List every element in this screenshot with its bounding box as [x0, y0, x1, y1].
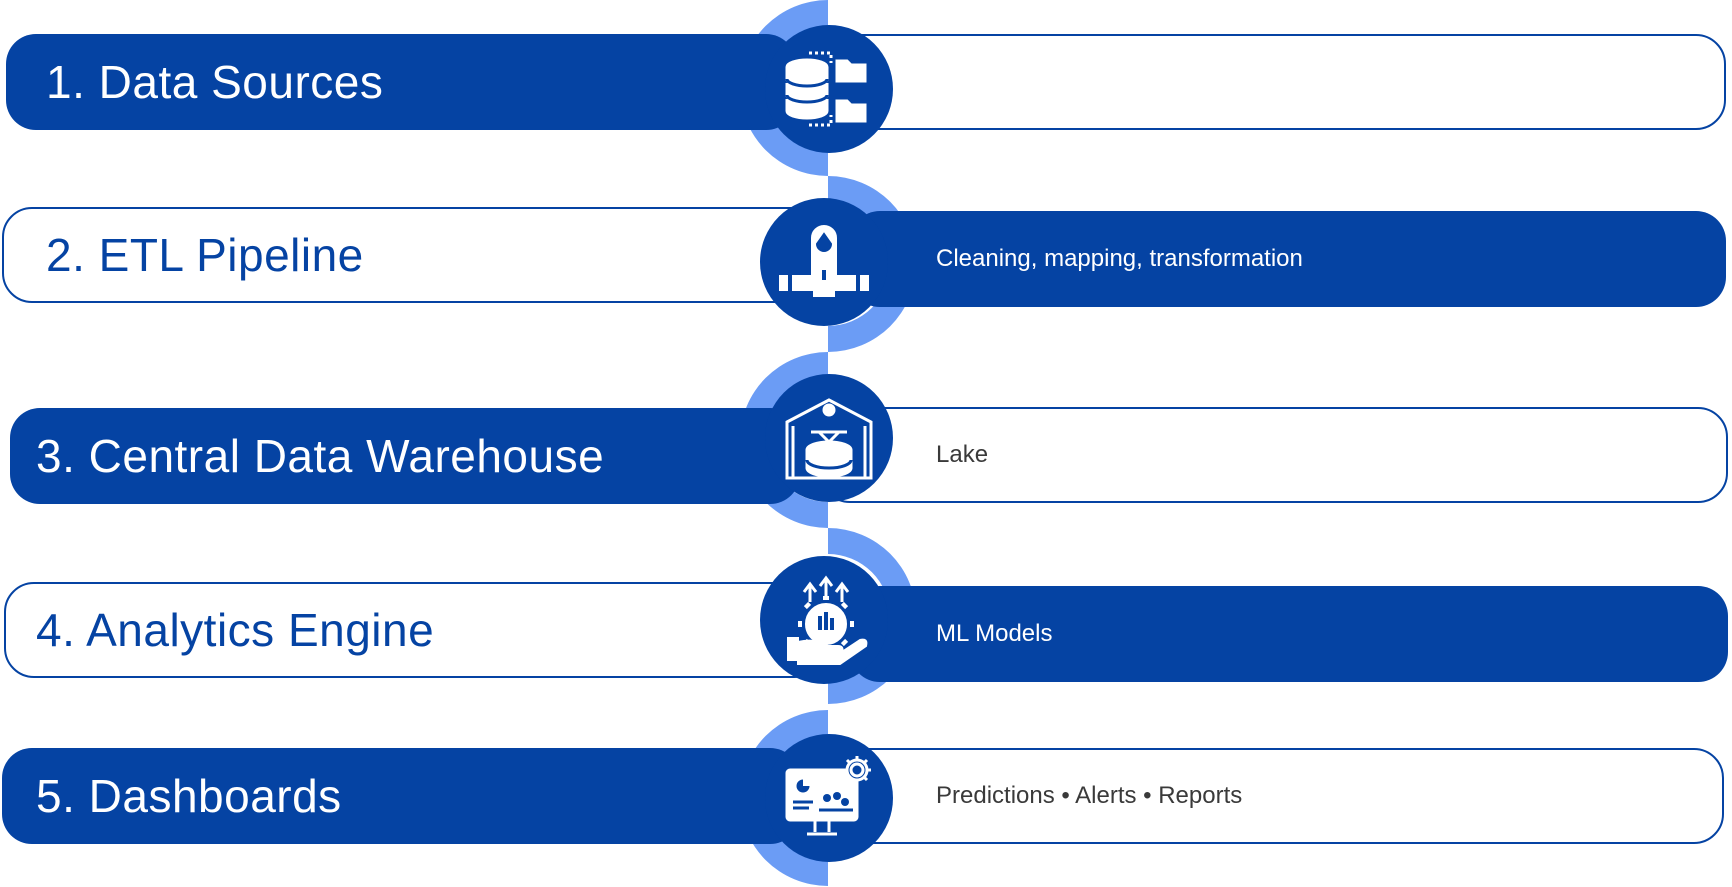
step-3-description: Lake	[936, 441, 989, 468]
step-4-title-bar: 4. Analytics Engine	[4, 582, 824, 678]
analytics-gear-icon	[760, 556, 888, 684]
step-4-title: 4. Analytics Engine	[36, 604, 435, 656]
step-4-description-bar: ML Models	[850, 586, 1728, 682]
step-5-description: Predictions • Alerts • Reports	[936, 782, 1243, 809]
step-2-title: 2. ETL Pipeline	[46, 229, 364, 281]
warehouse-icon	[765, 374, 893, 502]
step-4-description: ML Models	[936, 620, 1053, 647]
dashboard-monitor-icon	[765, 734, 893, 862]
step-3-description-bar: Lake	[820, 407, 1728, 503]
step-5-title-bar: 5. Dashboards	[2, 748, 800, 844]
step-5-title: 5. Dashboards	[36, 770, 342, 822]
database-folders-icon	[765, 25, 893, 153]
step-5-description-bar: Predictions • Alerts • Reports	[820, 748, 1724, 844]
step-3-title-bar: 3. Central Data Warehouse	[10, 408, 800, 504]
step-1-title: 1. Data Sources	[46, 56, 384, 108]
step-2-description: Cleaning, mapping, transformation	[936, 245, 1303, 272]
step-1-title-bar: 1. Data Sources	[6, 34, 796, 130]
step-2-title-bar: 2. ETL Pipeline	[2, 207, 822, 303]
pipeline-icon	[760, 198, 888, 326]
step-2-description-bar: Cleaning, mapping, transformation	[850, 211, 1726, 307]
step-1-description-bar	[820, 34, 1726, 130]
step-3-title: 3. Central Data Warehouse	[36, 430, 605, 482]
